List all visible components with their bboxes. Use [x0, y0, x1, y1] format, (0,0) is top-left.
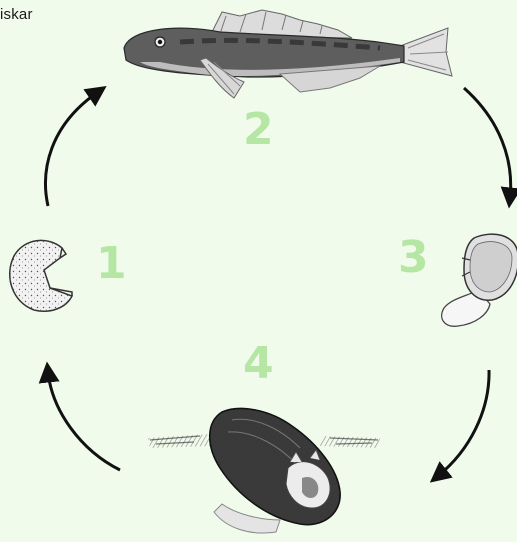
mussel-icon [148, 408, 380, 533]
egg-icon [10, 240, 72, 311]
step-number-2: 2 [243, 108, 274, 152]
fish-icon [124, 10, 452, 98]
larva-icon [442, 234, 517, 326]
step-number-4: 4 [243, 342, 274, 386]
arrow-3-to-4 [438, 370, 489, 476]
arrow-1-to-2 [46, 92, 98, 206]
arrow-4-to-1 [48, 372, 120, 470]
step-number-3: 3 [398, 236, 429, 280]
step-number-1: 1 [96, 242, 127, 286]
arrow-2-to-3 [464, 88, 511, 198]
header-text: iskar [0, 6, 33, 23]
